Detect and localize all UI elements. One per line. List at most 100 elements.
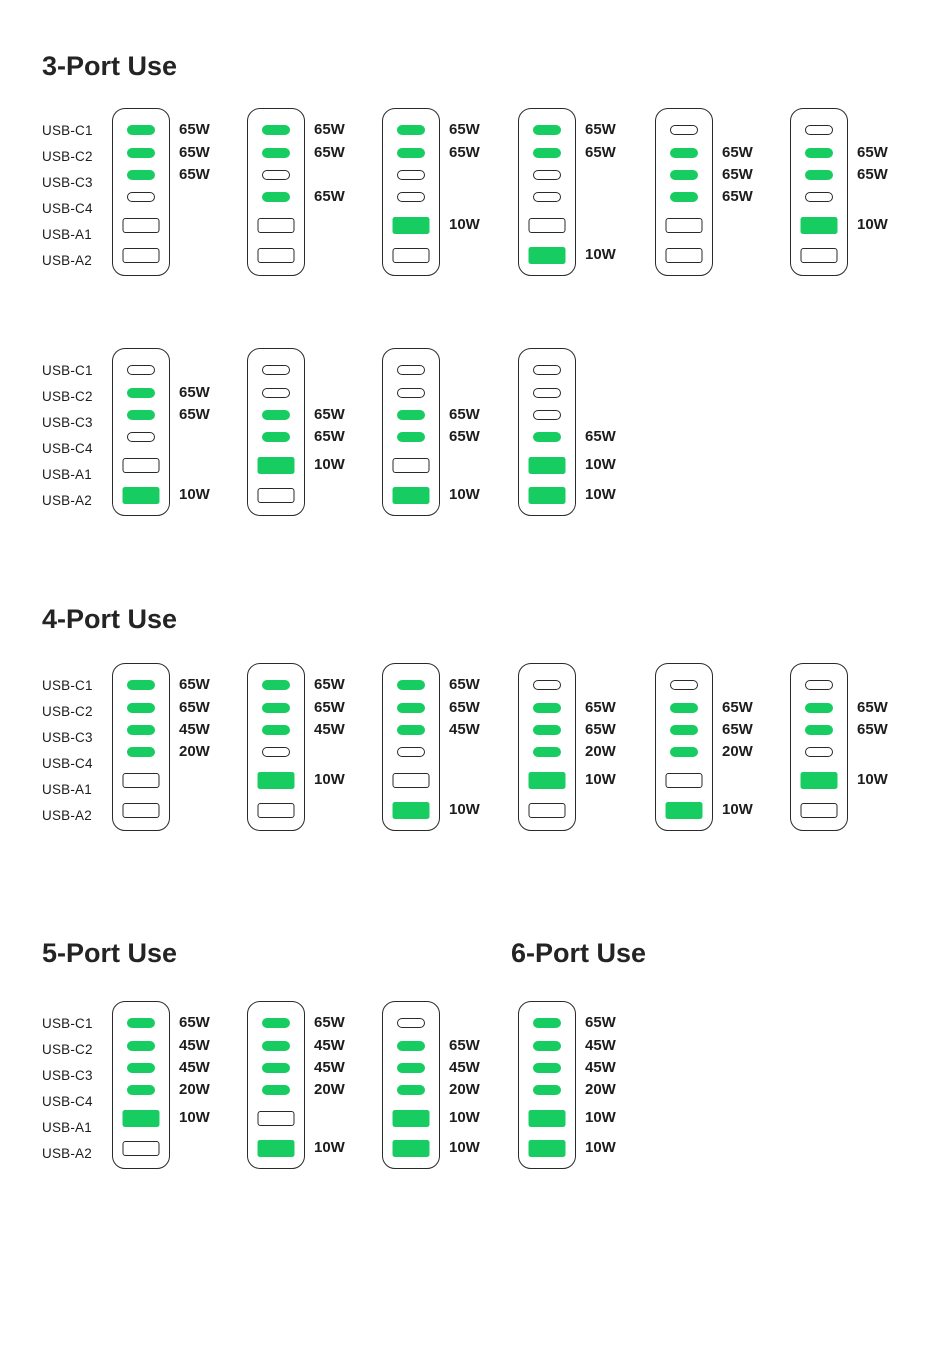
usb-a2-port bbox=[800, 247, 838, 263]
wattage-label: 65W bbox=[314, 188, 345, 206]
usb-c3-port bbox=[805, 725, 833, 736]
wattage-label: 45W bbox=[314, 1037, 345, 1055]
usb-a1-port bbox=[392, 772, 430, 788]
wattage-label: 20W bbox=[179, 743, 210, 761]
usb-c3-port bbox=[127, 170, 155, 181]
usb-c2-port bbox=[262, 1041, 290, 1052]
wattage-label: 65W bbox=[179, 121, 210, 139]
usb-c3-port bbox=[262, 725, 290, 736]
wattage-label: 65W bbox=[314, 676, 345, 694]
wattage-label: 10W bbox=[314, 1139, 345, 1157]
wattage-label: 10W bbox=[179, 486, 210, 504]
usb-a2-port bbox=[257, 802, 295, 818]
usb-c1-port bbox=[397, 125, 425, 136]
usb-c3-port bbox=[533, 1063, 561, 1074]
usb-c4-port bbox=[262, 432, 290, 443]
usb-a2-port bbox=[122, 1140, 160, 1156]
wattage-label: 65W bbox=[585, 428, 616, 446]
usb-c2-port bbox=[670, 148, 698, 159]
usb-c1-port bbox=[262, 1018, 290, 1029]
usb-c2-port bbox=[127, 1041, 155, 1052]
usb-c1-port bbox=[262, 680, 290, 691]
usb-c2-port bbox=[397, 148, 425, 159]
usb-c3-port bbox=[533, 725, 561, 736]
wattage-label: 65W bbox=[179, 406, 210, 424]
usb-c1-port bbox=[397, 680, 425, 691]
wattage-label: 10W bbox=[585, 1109, 616, 1127]
wattage-label: 45W bbox=[585, 1037, 616, 1055]
wattage-label: 10W bbox=[585, 486, 616, 504]
usb-c4-port bbox=[533, 1085, 561, 1096]
wattage-label: 65W bbox=[179, 699, 210, 717]
usb-c3-port bbox=[262, 1063, 290, 1074]
wattage-label: 65W bbox=[314, 699, 345, 717]
wattage-label: 65W bbox=[179, 1014, 210, 1032]
wattage-label: 65W bbox=[585, 1014, 616, 1032]
usb-a1-port bbox=[122, 772, 160, 788]
usb-c4-port bbox=[397, 1085, 425, 1096]
port-label-usb-c1: USB-C1 bbox=[42, 123, 93, 138]
usb-c1-port bbox=[262, 125, 290, 136]
charger-diagram: 65W 10W 10W bbox=[518, 348, 616, 516]
port-label-usb-c2: USB-C2 bbox=[42, 389, 93, 404]
wattage-label: 65W bbox=[585, 699, 616, 717]
usb-c1-port bbox=[127, 365, 155, 376]
port-label-usb-c3: USB-C3 bbox=[42, 1068, 93, 1083]
usb-c2-port bbox=[262, 703, 290, 714]
wattage-label: 45W bbox=[314, 1059, 345, 1077]
usb-a1-port bbox=[528, 456, 566, 474]
wattage-label: 10W bbox=[314, 771, 345, 789]
wattage-label: 65W bbox=[314, 121, 345, 139]
usb-c2-port bbox=[262, 388, 290, 399]
usb-c1-port bbox=[805, 680, 833, 691]
wattage-label: 20W bbox=[314, 1081, 345, 1099]
usb-c3-port bbox=[262, 170, 290, 181]
wattage-label: 65W bbox=[449, 144, 480, 162]
wattage-label: 20W bbox=[585, 1081, 616, 1099]
usb-a1-port bbox=[800, 216, 838, 234]
usb-a2-port bbox=[122, 802, 160, 818]
wattage-label: 65W bbox=[857, 699, 888, 717]
usb-c1-port bbox=[262, 365, 290, 376]
usb-c2-port bbox=[805, 148, 833, 159]
port-label-usb-c2: USB-C2 bbox=[42, 1042, 93, 1057]
usb-c1-port bbox=[397, 1018, 425, 1029]
port-label-usb-a1: USB-A1 bbox=[42, 227, 92, 242]
usb-a1-port bbox=[800, 771, 838, 789]
usb-a2-port bbox=[392, 486, 430, 504]
wattage-label: 10W bbox=[449, 216, 480, 234]
usb-c3-port bbox=[397, 1063, 425, 1074]
wattage-label: 45W bbox=[449, 1059, 480, 1077]
wattage-label: 65W bbox=[449, 406, 480, 424]
usb-c4-port bbox=[127, 747, 155, 758]
usb-c2-port bbox=[805, 703, 833, 714]
usb-c3-port bbox=[805, 170, 833, 181]
usb-a1-port bbox=[528, 217, 566, 233]
usb-a1-port bbox=[257, 1110, 295, 1126]
usb-c2-port bbox=[262, 148, 290, 159]
port-label-usb-a2: USB-A2 bbox=[42, 1146, 92, 1161]
usb-a2-port bbox=[665, 801, 703, 819]
port-label-usb-c4: USB-C4 bbox=[42, 1094, 93, 1109]
usb-c2-port bbox=[127, 148, 155, 159]
usb-a2-port bbox=[122, 486, 160, 504]
usb-a1-port bbox=[257, 456, 295, 474]
wattage-label: 10W bbox=[585, 456, 616, 474]
port-label-usb-c2: USB-C2 bbox=[42, 704, 93, 719]
usb-c1-port bbox=[127, 125, 155, 136]
usb-c4-port bbox=[397, 747, 425, 758]
usb-a1-port bbox=[122, 1109, 160, 1127]
usb-c1-port bbox=[127, 1018, 155, 1029]
wattage-label: 20W bbox=[585, 743, 616, 761]
usb-c2-port bbox=[670, 703, 698, 714]
usb-a2-port bbox=[800, 802, 838, 818]
usb-a2-port bbox=[528, 1139, 566, 1157]
wattage-label: 65W bbox=[722, 144, 753, 162]
usb-a2-port bbox=[257, 487, 295, 503]
usb-c2-port bbox=[533, 148, 561, 159]
